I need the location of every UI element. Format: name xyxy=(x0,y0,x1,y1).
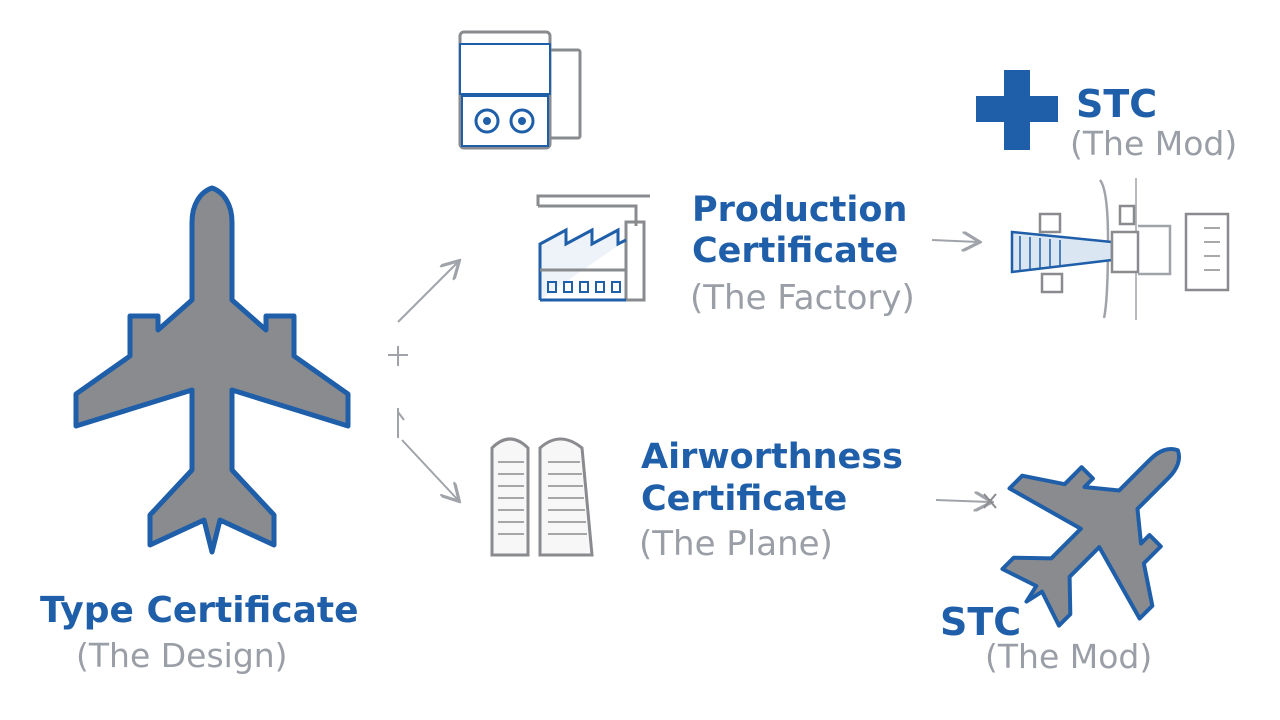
connector-arrows xyxy=(388,240,997,508)
airworthiness-certificate-subtitle: (The Plane) xyxy=(639,524,833,564)
stc-bottom-subtitle: (The Mod) xyxy=(985,637,1153,676)
airplane-angled-icon xyxy=(1000,446,1182,628)
production-certificate-title-line1: Production xyxy=(692,190,908,230)
airworthiness-certificate-title-line2: Certificate xyxy=(641,479,848,519)
type-certificate-title: Type Certificate xyxy=(40,590,359,631)
document-stack-icon xyxy=(490,437,594,557)
type-certificate-subtitle: (The Design) xyxy=(76,636,288,675)
airplane-icon xyxy=(73,185,351,555)
factory-icon xyxy=(536,194,650,302)
stc-top-subtitle: (The Mod) xyxy=(1070,124,1238,163)
arrow-to-airworthiness xyxy=(401,439,458,500)
stc-top-title: STC xyxy=(1076,82,1158,126)
airworthiness-certificate-title-line1: Airworthness xyxy=(641,437,903,477)
arrow-airworthiness-to-stc xyxy=(935,500,990,502)
arrow-production-to-stc xyxy=(931,240,978,242)
document-panel-icon xyxy=(458,30,582,150)
production-certificate-subtitle: (The Factory) xyxy=(690,278,915,318)
plus-icon xyxy=(976,70,1058,150)
arrow-to-production xyxy=(397,262,458,323)
stc-bottom-title: STC xyxy=(940,600,1022,644)
engine-mod-icon xyxy=(1010,178,1230,320)
production-certificate-title-line2: Certificate xyxy=(692,231,899,271)
